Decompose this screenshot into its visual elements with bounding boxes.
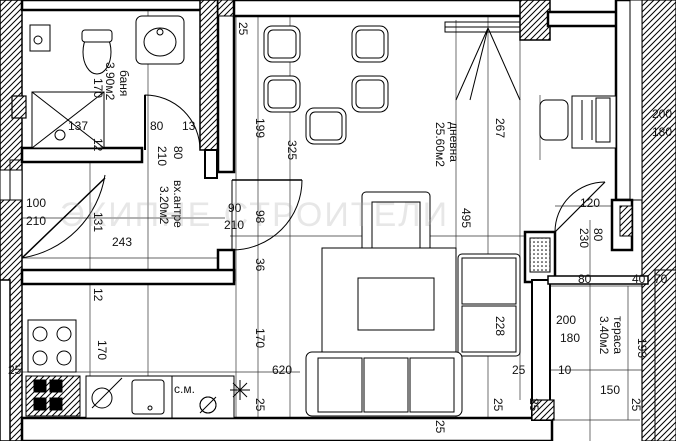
dim-150: 150 <box>600 383 621 397</box>
dim-12-kitchen: 12 <box>91 288 105 302</box>
kitchen-fixtures <box>25 319 235 419</box>
dim-170-kitchen: 170 <box>95 340 109 361</box>
dim-170-mid: 170 <box>253 328 267 349</box>
dim-620: 620 <box>272 363 293 377</box>
dim-25-left: 25 <box>8 363 22 377</box>
doors <box>21 27 606 259</box>
door-living-width: 90 <box>228 201 242 215</box>
window-terrace-height: 180 <box>560 331 581 345</box>
dim-80-bath: 80 <box>150 119 164 133</box>
bathroom-name: баня <box>117 70 131 97</box>
dim-70: 70 <box>654 272 668 286</box>
living-furniture <box>263 25 617 417</box>
dim-325: 325 <box>285 140 299 161</box>
watermark: ЭКИПНЕ СТРОИТЕЛИ <box>60 196 449 234</box>
dim-10: 10 <box>558 363 572 377</box>
dim-25-bot4: 25 <box>527 398 541 412</box>
hall-area: 3.20м2 <box>157 186 171 225</box>
dim-170-bath: 170 <box>91 78 105 99</box>
dim-25-bot3: 25 <box>491 398 505 412</box>
door-terrace-width: 80 <box>591 228 605 242</box>
dim-80-terr: 80 <box>578 272 592 286</box>
dim-25-bot2: 25 <box>433 420 447 434</box>
dim-199: 199 <box>253 118 267 139</box>
window-right-width: 200 <box>652 107 673 121</box>
dim-40: 40 <box>632 272 646 286</box>
bathroom-area: 3.90м2 <box>103 62 117 101</box>
dim-36: 36 <box>253 258 267 272</box>
door-terrace-height: 230 <box>577 228 591 249</box>
windows <box>9 21 521 201</box>
dim-193: 193 <box>635 338 649 359</box>
living-area: 25.60м2 <box>433 122 447 167</box>
dim-137: 137 <box>68 119 89 133</box>
dim-267: 267 <box>493 118 507 139</box>
dim-98: 98 <box>253 210 267 224</box>
dim-120: 120 <box>580 196 601 210</box>
terrace-area: 3.40м2 <box>597 316 611 355</box>
door-entrance-height: 210 <box>26 214 47 228</box>
fridge-label: с.м. <box>174 382 195 396</box>
dim-25-mid: 25 <box>512 363 526 377</box>
hall-name: вх.антре <box>171 180 185 228</box>
markers <box>199 380 250 414</box>
dim-243: 243 <box>112 235 133 249</box>
living-name: дневна <box>447 122 461 162</box>
door-bathroom-height: 210 <box>155 146 169 167</box>
dim-131: 131 <box>91 212 105 233</box>
dim-12-bath: 12 <box>91 138 105 152</box>
dim-25-top: 25 <box>236 22 250 36</box>
door-living-height: 210 <box>224 218 245 232</box>
dim-495: 495 <box>459 208 473 229</box>
dim-13: 13 <box>182 119 196 133</box>
window-terrace-width: 200 <box>556 313 577 327</box>
door-entrance-width: 100 <box>26 196 47 210</box>
terrace-name: тераса <box>611 316 625 355</box>
dim-25-bot1: 25 <box>253 398 267 412</box>
door-bathroom-width: 80 <box>171 146 185 160</box>
window-right-height: 180 <box>652 125 673 139</box>
dim-228: 228 <box>493 316 507 337</box>
dim-25-terr: 25 <box>629 398 643 412</box>
bathroom-fixtures <box>29 15 185 149</box>
